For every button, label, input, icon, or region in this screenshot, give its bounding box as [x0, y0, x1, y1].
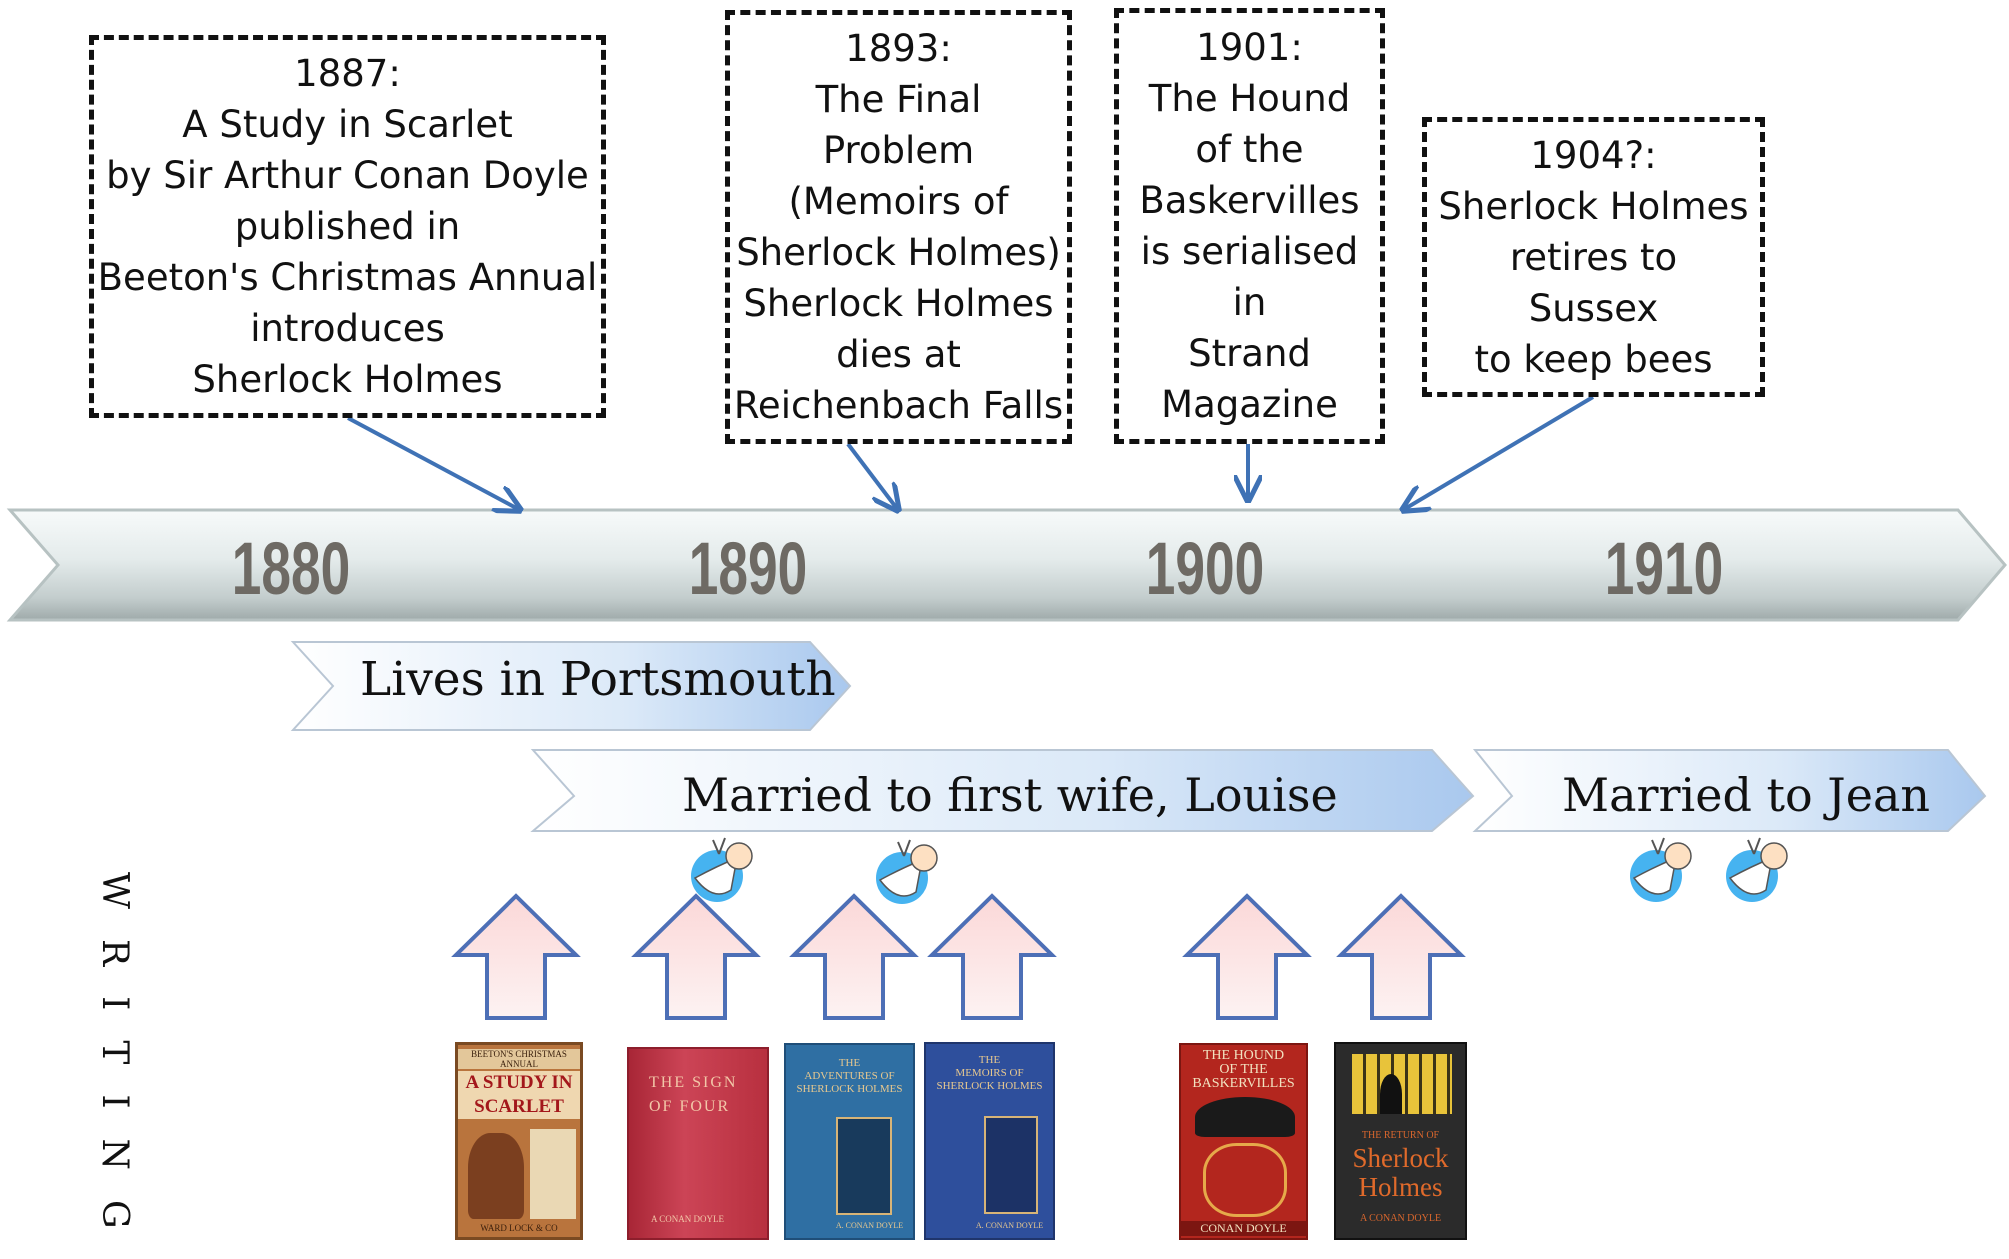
book-illustration: [1352, 1054, 1452, 1114]
book-cover-hound: THE HOUND OF THE BASKERVILLES CONAN DOYL…: [1179, 1043, 1308, 1240]
baby-icon: [876, 839, 938, 904]
book-title: THE SIGN OF FOUR: [649, 1074, 738, 1115]
life-label-jean: Married to Jean: [1562, 768, 1931, 822]
book-illustration: [984, 1116, 1038, 1214]
event-callout-1893: 1893: The Final Problem (Memoirs of Sher…: [725, 10, 1072, 444]
connector-arrow-1904: [1403, 395, 1595, 510]
book-title: THE ADVENTURES OF SHERLOCK HOLMES: [796, 1057, 903, 1095]
up-arrow-icon: [451, 893, 581, 1020]
up-arrow-icon: [789, 893, 919, 1020]
book-author: A CONAN DOYLE: [651, 1214, 724, 1224]
event-callout-1904: 1904?: Sherlock Holmes retires to Sussex…: [1422, 117, 1765, 397]
event-text-1887: 1887: A Study in Scarlet by Sir Arthur C…: [97, 52, 598, 401]
up-arrow-icon: [1336, 893, 1466, 1020]
baby-icon: [691, 837, 753, 902]
event-callout-1901: 1901: The Hound of the Baskervilles is s…: [1114, 8, 1385, 444]
book-author: A CONAN DOYLE: [1359, 1213, 1442, 1224]
book-header: BEETON'S CHRISTMAS ANNUAL: [458, 1049, 580, 1069]
decade-label-1910: 1910: [1605, 527, 1724, 610]
writing-label: WRITING: [94, 872, 135, 1259]
connector-arrow-1887: [347, 416, 520, 510]
event-callout-1887: 1887: A Study in Scarlet by Sir Arthur C…: [89, 35, 606, 418]
book-illustration: [468, 1133, 524, 1219]
book-title: THE HOUND OF THE BASKERVILLES: [1192, 1048, 1295, 1091]
book-title: Sherlock Holmes: [1352, 1143, 1449, 1202]
decade-label-1900: 1900: [1146, 527, 1265, 610]
life-label-louise: Married to first wife, Louise: [682, 768, 1338, 822]
event-text-1893: 1893: The Final Problem (Memoirs of Sher…: [733, 27, 1064, 427]
life-band-portsmouth: [290, 641, 852, 731]
book-author: A. CONAN DOYLE: [975, 1221, 1044, 1230]
up-arrow-icon: [631, 893, 761, 1020]
up-arrow-icon: [1182, 893, 1312, 1020]
book-author: A. CONAN DOYLE: [835, 1221, 904, 1230]
book-header: THE RETURN OF: [1361, 1130, 1440, 1141]
book-title: A STUDY IN SCARLET: [458, 1071, 580, 1119]
book-cover-adventures: THE ADVENTURES OF SHERLOCK HOLMES A. CON…: [784, 1043, 915, 1240]
event-text-1904: 1904?: Sherlock Holmes retires to Sussex…: [1438, 133, 1749, 381]
decade-label-1880: 1880: [232, 527, 351, 610]
book-cover-study-in-scarlet: BEETON'S CHRISTMAS ANNUAL A STUDY IN SCA…: [455, 1042, 583, 1240]
book-illustration: [1380, 1074, 1402, 1114]
life-label-portsmouth: Lives in Portsmouth: [360, 652, 836, 707]
book-cover-sign-of-four: THE SIGN OF FOUR A CONAN DOYLE: [627, 1047, 769, 1240]
baby-icon: [1726, 837, 1788, 902]
book-illustration: [1203, 1143, 1287, 1217]
decade-labels: 1880 1890 1900 1910: [232, 527, 1724, 610]
decade-label-1890: 1890: [689, 527, 808, 610]
book-cover-memoirs: THE MEMOIRS OF SHERLOCK HOLMES A. CONAN …: [924, 1042, 1055, 1240]
life-band-louise: [530, 749, 1475, 832]
connector-arrow-1893: [846, 442, 898, 510]
up-arrow-icon: [927, 893, 1057, 1020]
writing-arrows: [451, 893, 1466, 1020]
book-illustration: [1195, 1097, 1295, 1137]
book-cover-return: THE RETURN OF Sherlock Holmes A CONAN DO…: [1334, 1042, 1467, 1240]
book-illustration: [530, 1129, 576, 1219]
book-illustration: [836, 1117, 892, 1215]
book-title: THE MEMOIRS OF SHERLOCK HOLMES: [936, 1054, 1043, 1092]
baby-icon: [1630, 837, 1692, 902]
book-author: CONAN DOYLE: [1181, 1221, 1306, 1236]
children-icons: [691, 837, 1788, 904]
life-band-jean: [1472, 749, 1987, 832]
event-text-1901: 1901: The Hound of the Baskervilles is s…: [1139, 26, 1360, 426]
book-author: WARD LOCK & CO: [480, 1223, 558, 1233]
timeline-axis-arrow: [6, 508, 2007, 622]
